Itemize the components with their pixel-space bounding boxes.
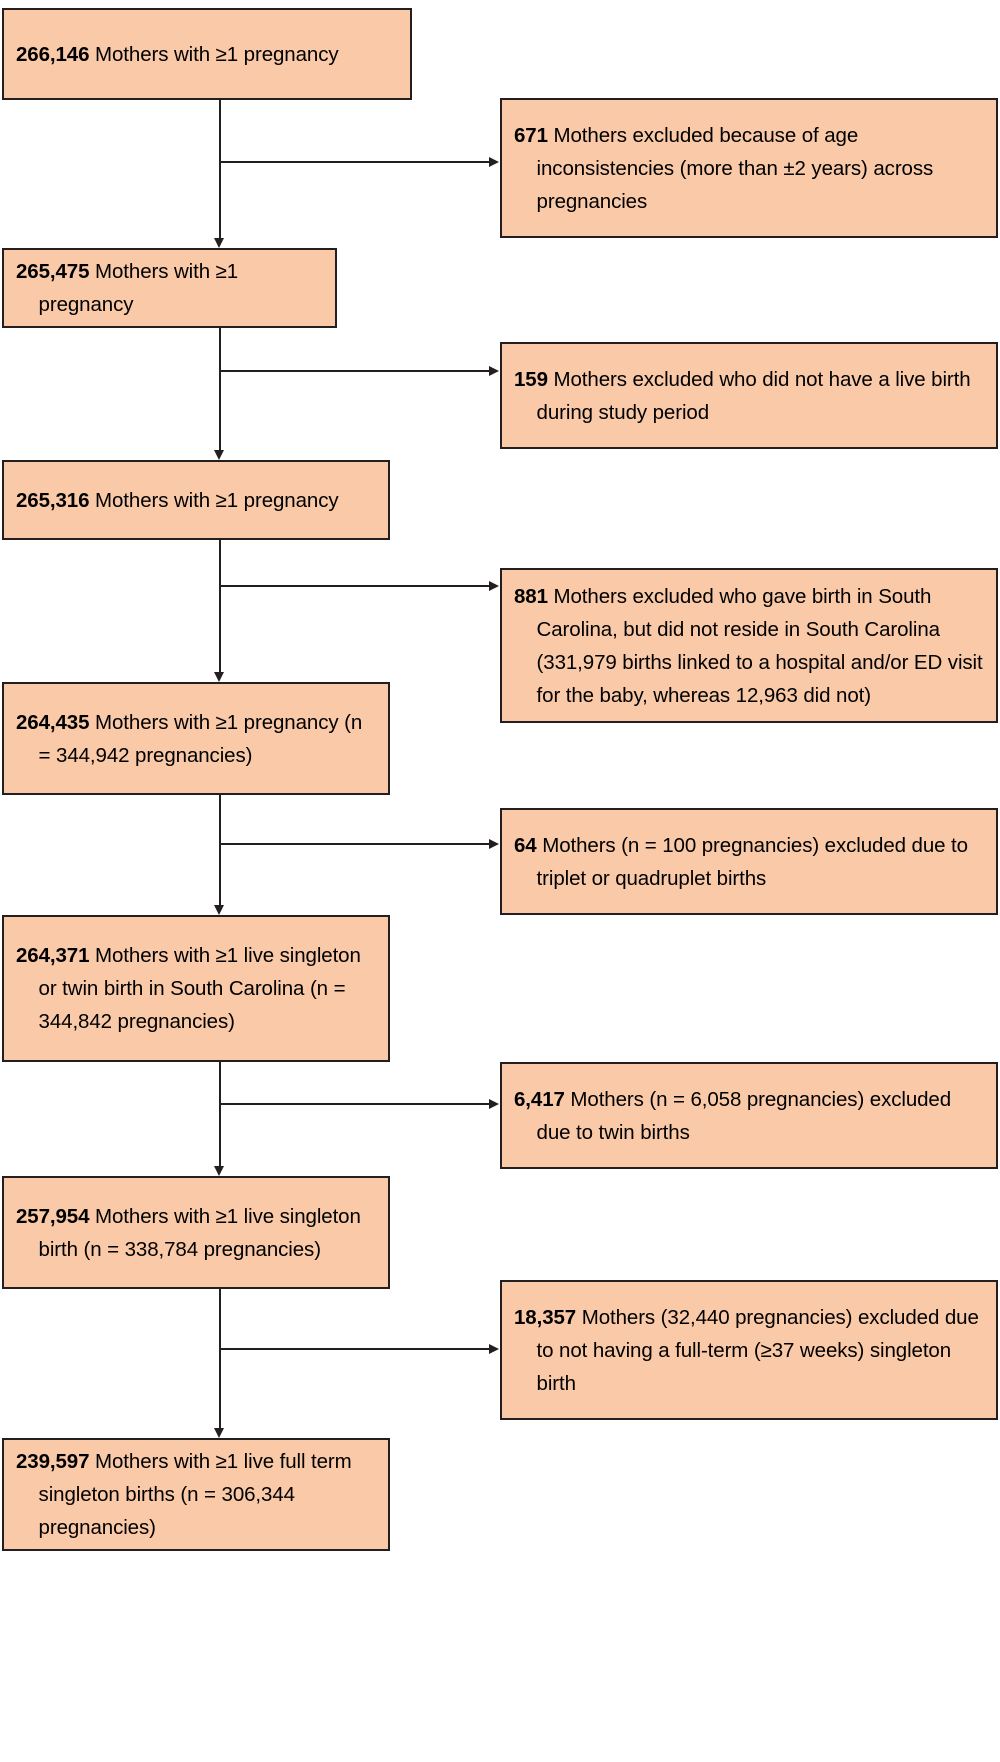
exclusion-box-2-count: 159: [514, 367, 548, 391]
connector-step2-to-step3: [219, 328, 221, 452]
exclusion-box-5-text: 6,417 Mothers (n = 6,058 pregnancies) ex…: [514, 1083, 986, 1149]
connector-step4-to-step5: [219, 795, 221, 907]
connector-branch-exclusion-6: [219, 1348, 491, 1350]
exclusion-box-1-label: Mothers excluded because of age inconsis…: [536, 123, 939, 213]
flow-box-step-5-label: Mothers with ≥1 live singleton or twin b…: [38, 944, 367, 1033]
flow-box-step-4-text: 264,435 Mothers with ≥1 pregnancy (n = 3…: [16, 706, 378, 772]
exclusion-box-2: 159 Mothers excluded who did not have a …: [500, 342, 998, 449]
flow-box-step-2-count: 265,475: [16, 260, 90, 283]
exclusion-box-4-label: Mothers (n = 100 pregnancies) excluded d…: [536, 833, 974, 890]
flow-box-step-3-count: 265,316: [16, 488, 90, 512]
arrow-right-exclusion-6: [489, 1344, 499, 1354]
flow-box-step-7: 239,597 Mothers with ≥1 live full term s…: [2, 1438, 390, 1551]
connector-step6-to-step7: [219, 1289, 221, 1429]
connector-step5-to-step6: [219, 1062, 221, 1168]
exclusion-box-2-label: Mothers excluded who did not have a live…: [536, 367, 977, 424]
exclusion-box-1-count: 671: [514, 123, 548, 147]
connector-branch-exclusion-5: [219, 1103, 491, 1105]
flow-box-step-1-text: 266,146 Mothers with ≥1 pregnancy: [16, 38, 339, 71]
connector-branch-exclusion-1: [219, 161, 491, 163]
arrow-right-exclusion-2: [489, 366, 499, 376]
exclusion-box-3: 881 Mothers excluded who gave birth in S…: [500, 568, 998, 723]
flow-box-step-3: 265,316 Mothers with ≥1 pregnancy: [2, 460, 390, 540]
flow-box-step-6: 257,954 Mothers with ≥1 live singleton b…: [2, 1176, 390, 1289]
connector-branch-exclusion-3: [219, 585, 491, 587]
exclusion-box-5: 6,417 Mothers (n = 6,058 pregnancies) ex…: [500, 1062, 998, 1169]
arrow-right-exclusion-3: [489, 581, 499, 591]
flow-box-step-1-count: 266,146: [16, 42, 90, 66]
flow-box-step-5: 264,371 Mothers with ≥1 live singleton o…: [2, 915, 390, 1062]
arrow-down-step5: [214, 905, 224, 915]
arrow-right-exclusion-4: [489, 839, 499, 849]
exclusion-box-5-count: 6,417: [514, 1087, 565, 1111]
arrow-down-step4: [214, 672, 224, 682]
exclusion-box-1-text: 671 Mothers excluded because of age inco…: [514, 119, 986, 218]
flow-box-step-6-label: Mothers with ≥1 live singleton birth (n …: [38, 1204, 367, 1261]
flow-box-step-7-label: Mothers with ≥1 live full term singleton…: [38, 1450, 358, 1539]
flow-box-step-5-count: 264,371: [16, 944, 90, 967]
flow-box-step-1-label: Mothers with ≥1 pregnancy: [95, 42, 339, 66]
exclusion-box-3-count: 881: [514, 584, 548, 608]
exclusion-box-6: 18,357 Mothers (32,440 pregnancies) excl…: [500, 1280, 998, 1420]
arrow-right-exclusion-5: [489, 1099, 499, 1109]
exclusion-box-3-label: Mothers excluded who gave birth in South…: [536, 584, 989, 707]
arrow-down-step3: [214, 450, 224, 460]
exclusion-box-6-label: Mothers (32,440 pregnancies) excluded du…: [536, 1305, 985, 1395]
connector-branch-exclusion-4: [219, 843, 491, 845]
exclusion-box-4-text: 64 Mothers (n = 100 pregnancies) exclude…: [514, 829, 986, 895]
flow-box-step-2: 265,475 Mothers with ≥1 pregnancy: [2, 248, 337, 328]
arrow-down-step6: [214, 1166, 224, 1176]
arrow-down-step7: [214, 1428, 224, 1438]
flow-box-step-7-text: 239,597 Mothers with ≥1 live full term s…: [16, 1445, 378, 1544]
flow-box-step-1: 266,146 Mothers with ≥1 pregnancy: [2, 8, 412, 100]
flow-box-step-2-label: Mothers with ≥1 pregnancy: [38, 260, 244, 316]
connector-branch-exclusion-2: [219, 370, 491, 372]
flow-box-step-2-text: 265,475 Mothers with ≥1 pregnancy: [16, 255, 325, 321]
flow-box-step-7-count: 239,597: [16, 1450, 90, 1473]
flow-box-step-5-text: 264,371 Mothers with ≥1 live singleton o…: [16, 939, 378, 1038]
exclusion-box-4: 64 Mothers (n = 100 pregnancies) exclude…: [500, 808, 998, 915]
arrow-down-step2: [214, 238, 224, 248]
exclusion-box-4-count: 64: [514, 833, 537, 857]
exclusion-box-5-label: Mothers (n = 6,058 pregnancies) excluded…: [536, 1087, 957, 1144]
flow-box-step-4-count: 264,435: [16, 710, 90, 734]
exclusion-box-6-count: 18,357: [514, 1305, 577, 1329]
exclusion-box-3-text: 881 Mothers excluded who gave birth in S…: [514, 580, 986, 712]
flow-box-step-3-label: Mothers with ≥1 pregnancy: [95, 488, 339, 512]
flow-box-step-3-text: 265,316 Mothers with ≥1 pregnancy: [16, 484, 339, 517]
connector-step1-to-step2: [219, 100, 221, 240]
flow-box-step-4: 264,435 Mothers with ≥1 pregnancy (n = 3…: [2, 682, 390, 795]
flow-box-step-6-text: 257,954 Mothers with ≥1 live singleton b…: [16, 1200, 378, 1266]
exclusion-box-1: 671 Mothers excluded because of age inco…: [500, 98, 998, 238]
connector-step3-to-step4: [219, 540, 221, 674]
flow-box-step-6-count: 257,954: [16, 1204, 90, 1228]
exclusion-box-2-text: 159 Mothers excluded who did not have a …: [514, 363, 986, 429]
exclusion-box-6-text: 18,357 Mothers (32,440 pregnancies) excl…: [514, 1301, 986, 1400]
flow-box-step-4-label: Mothers with ≥1 pregnancy (n = 344,942 p…: [38, 710, 368, 767]
arrow-right-exclusion-1: [489, 157, 499, 167]
